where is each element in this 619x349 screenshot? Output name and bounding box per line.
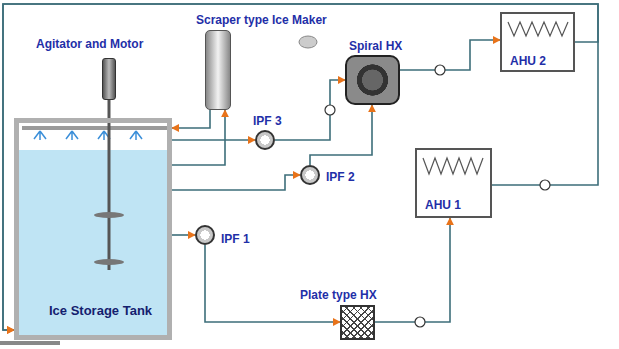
pipe-connector	[172, 175, 300, 190]
spiral-heat-exchanger: Spiral HX	[345, 55, 400, 105]
coil-symbol	[508, 22, 568, 36]
plate-heat-exchanger: Plate type HX	[340, 305, 375, 340]
pipe-connector	[310, 105, 372, 165]
equipment-label: AHU 1	[425, 198, 461, 212]
spray-nozzle	[34, 131, 46, 140]
pipe-connector	[375, 218, 450, 322]
equipment-caption: Plate type HX	[300, 288, 377, 302]
impeller	[94, 259, 124, 265]
pipe-connector	[172, 110, 225, 165]
equipment-caption: Scraper type Ice Maker	[196, 13, 327, 27]
equipment-caption: Agitator and Motor	[36, 37, 143, 51]
equipment-caption: IPF 1	[221, 232, 250, 246]
spray-nozzle	[130, 131, 142, 140]
spray-header	[22, 126, 167, 130]
ice-maker: Scraper type Ice Maker	[205, 30, 231, 110]
air-handling-unit: AHU 1	[415, 148, 492, 218]
equipment-label: Ice Storage Tank	[49, 303, 152, 318]
pipe-connector	[275, 80, 345, 140]
pipe-connector	[172, 110, 210, 128]
spray-nozzle	[66, 131, 78, 140]
pipe-connector	[3, 4, 598, 330]
agitator-shaft	[108, 100, 111, 270]
flow-gauge	[435, 65, 445, 75]
equipment-caption: Spiral HX	[349, 39, 402, 53]
flow-gauge	[415, 317, 425, 327]
storage-tank: Ice Storage Tank	[14, 118, 172, 340]
pump-flowmeter: IPF 2	[300, 165, 320, 185]
air-handling-unit: AHU 2	[500, 12, 575, 72]
drain-pipe	[0, 341, 60, 345]
pipe-connector	[400, 40, 500, 70]
agitator-motor: Agitator and Motor	[102, 58, 116, 100]
equipment-caption: IPF 3	[253, 114, 282, 128]
flow-gauge	[325, 105, 335, 115]
impeller	[94, 212, 124, 218]
pipe-connector	[3, 4, 598, 330]
pump-flowmeter: IPF 3	[255, 130, 275, 150]
ice-maker-drive	[299, 36, 317, 48]
tank-water	[19, 150, 167, 335]
pipe-connector	[172, 139, 255, 141]
pump-flowmeter: IPF 1	[195, 225, 215, 245]
pipe-connector	[172, 234, 195, 236]
equipment-caption: IPF 2	[326, 170, 355, 184]
pipe-connector	[205, 245, 340, 322]
coil-symbol	[423, 158, 483, 174]
equipment-label: AHU 2	[510, 54, 546, 68]
flow-gauge	[540, 180, 550, 190]
